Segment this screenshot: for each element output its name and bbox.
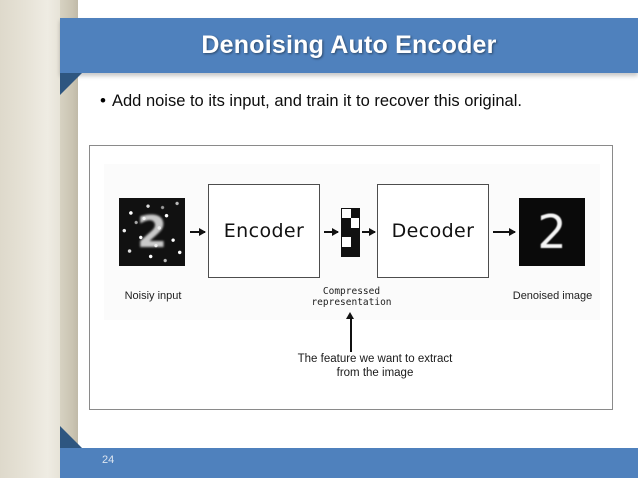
code-cell bbox=[342, 209, 351, 219]
arrow-decoder-to-output-icon bbox=[493, 227, 516, 236]
denoised-image-caption: Denoised image bbox=[512, 290, 593, 302]
slide-number: 24 bbox=[102, 454, 115, 466]
noisy-digit-glyph: 2 bbox=[136, 206, 168, 258]
page-title: Denoising Auto Encoder bbox=[201, 31, 497, 59]
compressed-representation-caption: Compressed representation bbox=[299, 286, 404, 308]
bullet-marker-icon: • bbox=[100, 91, 106, 110]
code-cell bbox=[342, 218, 351, 228]
figure-panel: 2 Noisiy input Encoder bbox=[89, 145, 613, 410]
arrow-code-to-decoder-icon bbox=[362, 227, 376, 236]
encoder-label: Encoder bbox=[223, 220, 305, 242]
compressed-caption-line-1: Compressed bbox=[322, 286, 381, 297]
left-band-shadow-strip bbox=[60, 0, 82, 478]
denoised-output-image: 2 bbox=[519, 198, 585, 266]
title-banner: Denoising Auto Encoder bbox=[60, 18, 638, 73]
annotation-pointer-arrow-icon bbox=[347, 312, 354, 352]
figure-annotation-text: The feature we want to extract from the … bbox=[297, 353, 453, 379]
compressed-caption-line-2: representation bbox=[311, 297, 392, 308]
encoder-box: Encoder bbox=[208, 184, 320, 278]
arrow-input-to-encoder-icon bbox=[190, 227, 206, 236]
title-fold-triangle bbox=[60, 73, 82, 95]
code-cell bbox=[350, 246, 359, 256]
code-cell bbox=[350, 227, 359, 238]
figure-inner: 2 Noisiy input Encoder bbox=[90, 146, 612, 409]
decoder-box: Decoder bbox=[377, 184, 489, 278]
arrow-encoder-to-code-icon bbox=[324, 227, 339, 236]
noisy-input-caption: Noisiy input bbox=[124, 290, 182, 302]
footer-fold-triangle bbox=[60, 426, 82, 448]
code-cell bbox=[350, 237, 359, 247]
denoised-digit-glyph: 2 bbox=[537, 205, 567, 259]
bullet-text: Add noise to its input, and train it to … bbox=[112, 92, 522, 110]
code-cell bbox=[342, 227, 351, 238]
code-cell bbox=[342, 237, 351, 247]
bullet-list-item: • Add noise to its input, and train it t… bbox=[100, 90, 620, 112]
noisy-input-image: 2 bbox=[119, 198, 185, 266]
code-cell bbox=[350, 209, 359, 219]
footer-bar bbox=[60, 448, 638, 478]
decoder-label: Decoder bbox=[391, 220, 475, 242]
compressed-representation-grid bbox=[341, 208, 360, 257]
code-cell bbox=[342, 246, 351, 256]
code-cell bbox=[350, 218, 359, 228]
